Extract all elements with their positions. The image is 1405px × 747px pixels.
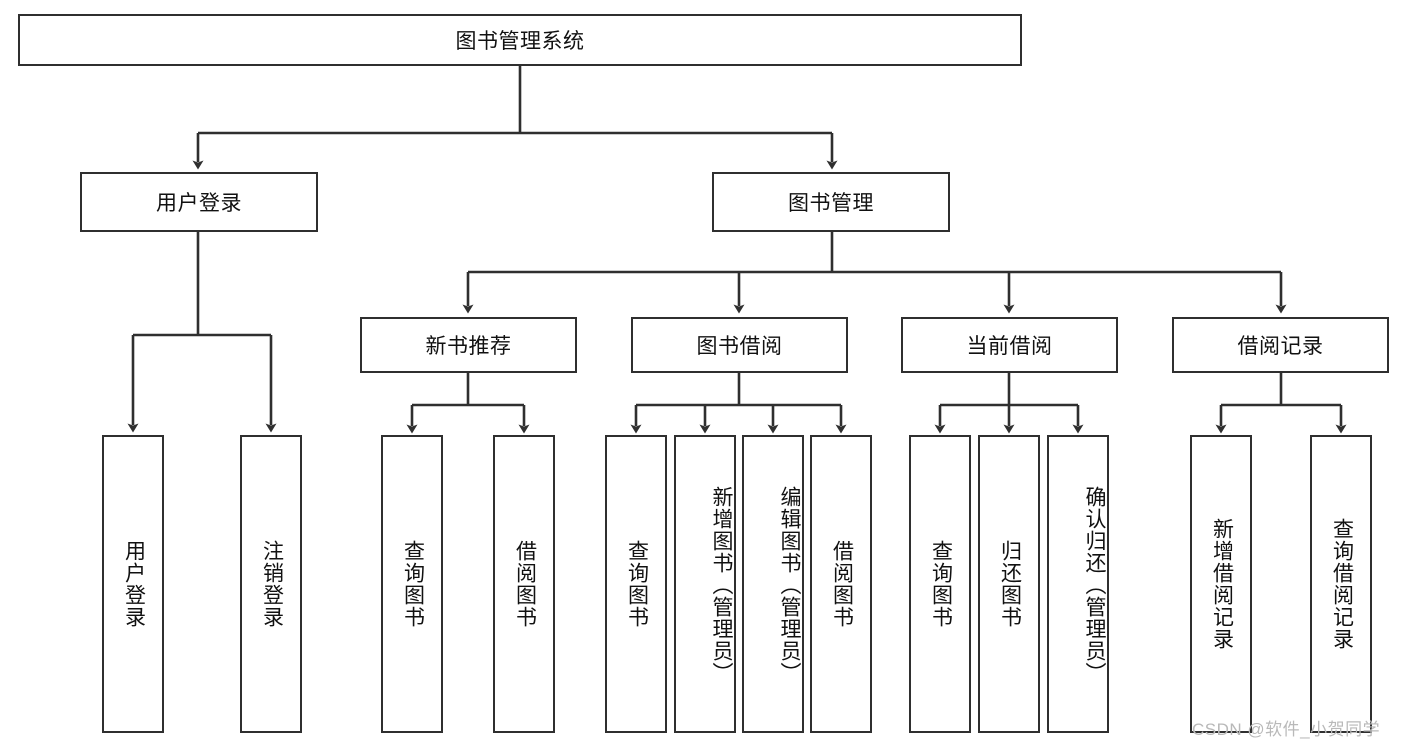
node-book-borrow[interactable]: 图书借阅 — [631, 317, 848, 373]
leaf-book-borrow-edit[interactable]: 编辑图书（管理员） — [742, 435, 804, 733]
leaf-label: 查询图书 — [625, 540, 649, 628]
node-user-login-label: 用户登录 — [156, 192, 242, 215]
node-book-management[interactable]: 图书管理 — [712, 172, 950, 232]
leaf-book-borrow-borrow[interactable]: 借阅图书 — [810, 435, 872, 733]
leaf-label: 查询图书 — [401, 540, 425, 628]
node-current-borrow[interactable]: 当前借阅 — [901, 317, 1118, 373]
leaf-label: 查询借阅记录 — [1330, 518, 1354, 650]
leaf-label: 编辑图书（管理员） — [778, 486, 801, 684]
leaf-label: 归还图书 — [998, 540, 1022, 628]
node-new-book-recommend[interactable]: 新书推荐 — [360, 317, 577, 373]
node-new-book-recommend-label: 新书推荐 — [425, 335, 512, 358]
node-borrow-record-label: 借阅记录 — [1237, 335, 1324, 358]
leaf-user-login-login[interactable]: 用户登录 — [102, 435, 164, 733]
leaf-label: 注销登录 — [260, 540, 284, 628]
leaf-borrow-record-add[interactable]: 新增借阅记录 — [1190, 435, 1252, 733]
node-borrow-record[interactable]: 借阅记录 — [1172, 317, 1389, 373]
node-current-borrow-label: 当前借阅 — [966, 335, 1053, 358]
leaf-label: 借阅图书 — [513, 540, 537, 628]
leaf-borrow-record-query[interactable]: 查询借阅记录 — [1310, 435, 1372, 733]
leaf-user-login-logout[interactable]: 注销登录 — [240, 435, 302, 733]
node-root[interactable]: 图书管理系统 — [18, 14, 1022, 66]
node-root-label: 图书管理系统 — [455, 30, 585, 53]
leaf-book-borrow-query[interactable]: 查询图书 — [605, 435, 667, 733]
leaf-label: 确认归还（管理员） — [1083, 486, 1106, 684]
leaf-book-borrow-add[interactable]: 新增图书（管理员） — [674, 435, 736, 733]
leaf-label: 新增借阅记录 — [1210, 518, 1234, 650]
leaf-new-book-query[interactable]: 查询图书 — [381, 435, 443, 733]
leaf-current-borrow-query[interactable]: 查询图书 — [909, 435, 971, 733]
leaf-new-book-borrow[interactable]: 借阅图书 — [493, 435, 555, 733]
leaf-label: 查询图书 — [929, 540, 953, 628]
leaf-label: 新增图书（管理员） — [710, 486, 733, 684]
node-book-management-label: 图书管理 — [788, 192, 874, 215]
csdn-watermark: CSDN @软件_小贺同学 — [1192, 720, 1381, 739]
leaf-current-borrow-return[interactable]: 归还图书 — [978, 435, 1040, 733]
leaf-label: 借阅图书 — [830, 540, 854, 628]
leaf-label: 用户登录 — [122, 540, 146, 628]
node-book-borrow-label: 图书借阅 — [696, 335, 783, 358]
leaf-current-borrow-confirm-return[interactable]: 确认归还（管理员） — [1047, 435, 1109, 733]
node-user-login[interactable]: 用户登录 — [80, 172, 318, 232]
